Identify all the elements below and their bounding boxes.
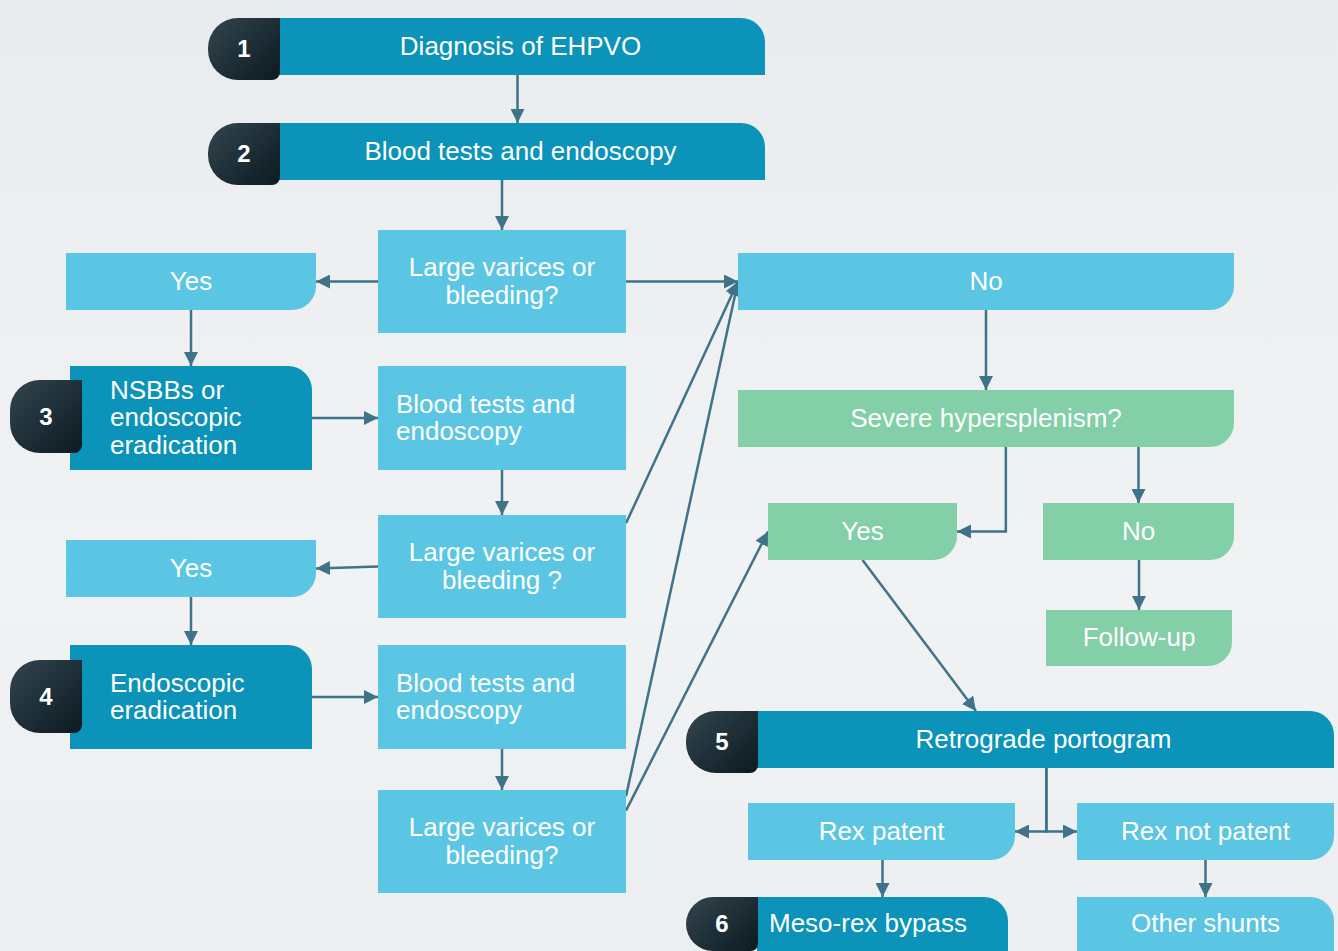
node-text: Severe hypersplenism? bbox=[850, 405, 1122, 432]
decision-box: Blood tests and endoscopy bbox=[378, 645, 626, 749]
decision-box: Large varices or bleeding ? bbox=[378, 515, 626, 618]
node-text: Rex patent bbox=[819, 818, 945, 845]
flow-arrow bbox=[881, 860, 884, 897]
decision-box: Yes bbox=[66, 540, 316, 597]
node-text: Yes bbox=[170, 268, 212, 295]
decision-box: Large varices or bleeding? bbox=[378, 790, 626, 893]
hypersplenism-box: Follow-up bbox=[1046, 610, 1232, 666]
decision-box: Large varices or bleeding? bbox=[378, 230, 626, 333]
node-text: Rex not patent bbox=[1121, 818, 1290, 845]
callout-number: 6 bbox=[715, 910, 728, 938]
flow-arrow bbox=[626, 280, 738, 283]
process-box: Blood tests and endoscopy bbox=[270, 123, 765, 180]
flow-arrow bbox=[190, 597, 193, 645]
callout-pill: 3 bbox=[10, 380, 82, 453]
callout-number: 5 bbox=[715, 728, 728, 756]
hypersplenism-box: Severe hypersplenism? bbox=[738, 390, 1234, 447]
node-text: Blood tests and endoscopy bbox=[396, 391, 612, 446]
flow-arrow bbox=[312, 696, 378, 699]
flow-arrow bbox=[1137, 447, 1140, 503]
flow-arrow bbox=[1015, 768, 1046, 832]
flow-arrow bbox=[190, 310, 193, 366]
callout-pill: 5 bbox=[686, 711, 758, 773]
hypersplenism-box: No bbox=[1043, 503, 1234, 560]
callout-pill: 2 bbox=[208, 123, 280, 185]
flow-arrow bbox=[626, 282, 738, 524]
flow-arrow bbox=[501, 180, 504, 230]
flow-arrow bbox=[863, 560, 976, 711]
decision-box: Rex patent bbox=[748, 803, 1015, 860]
flow-arrow bbox=[316, 280, 378, 283]
node-text: Large varices or bleeding? bbox=[392, 814, 612, 869]
flow-arrow bbox=[957, 447, 1006, 532]
flow-arrow bbox=[626, 532, 768, 811]
flow-arrow bbox=[985, 310, 988, 390]
flow-arrow bbox=[501, 470, 504, 515]
node-text: Large varices or bleeding? bbox=[392, 254, 612, 309]
decision-box: Other shunts bbox=[1077, 897, 1334, 951]
node-text: Diagnosis of EHPVO bbox=[400, 33, 641, 60]
node-text: Meso-rex bypass bbox=[769, 910, 967, 937]
node-text: NSBBs or endoscopic eradication bbox=[110, 377, 298, 459]
node-text: No bbox=[969, 268, 1002, 295]
callout-number: 3 bbox=[39, 403, 52, 431]
process-box: Endoscopic eradication bbox=[70, 645, 312, 749]
decision-box: Rex not patent bbox=[1077, 803, 1334, 860]
process-box: Diagnosis of EHPVO bbox=[270, 18, 765, 75]
node-text: Retrograde portogram bbox=[916, 726, 1172, 753]
node-text: Blood tests and endoscopy bbox=[364, 138, 676, 165]
callout-number: 2 bbox=[237, 140, 250, 168]
process-box: NSBBs or endoscopic eradication bbox=[70, 366, 312, 470]
flow-arrow bbox=[316, 567, 378, 569]
callout-pill: 6 bbox=[686, 897, 758, 951]
callout-pill: 1 bbox=[208, 18, 280, 80]
node-text: Large varices or bleeding ? bbox=[392, 539, 612, 594]
callout-number: 4 bbox=[39, 683, 52, 711]
decision-box: Blood tests and endoscopy bbox=[378, 366, 626, 470]
node-text: Blood tests and endoscopy bbox=[396, 670, 612, 725]
flow-arrow bbox=[312, 417, 378, 420]
flow-arrow bbox=[1046, 768, 1077, 832]
process-box: Meso-rex bypass bbox=[757, 897, 1008, 951]
callout-pill: 4 bbox=[10, 660, 82, 733]
flow-arrow bbox=[516, 75, 519, 123]
process-box: Retrograde portogram bbox=[747, 711, 1334, 768]
node-text: Endoscopic eradication bbox=[110, 670, 298, 725]
decision-box: No bbox=[738, 253, 1234, 310]
flow-arrow bbox=[501, 749, 504, 790]
node-text: No bbox=[1122, 518, 1155, 545]
flow-arrow bbox=[1138, 560, 1141, 610]
node-text: Follow-up bbox=[1083, 624, 1196, 651]
node-text: Yes bbox=[841, 518, 883, 545]
flow-arrow bbox=[1204, 860, 1207, 897]
hypersplenism-box: Yes bbox=[768, 503, 957, 560]
node-text: Yes bbox=[170, 555, 212, 582]
callout-number: 1 bbox=[237, 35, 250, 63]
node-text: Other shunts bbox=[1131, 910, 1280, 937]
decision-box: Yes bbox=[66, 253, 316, 310]
